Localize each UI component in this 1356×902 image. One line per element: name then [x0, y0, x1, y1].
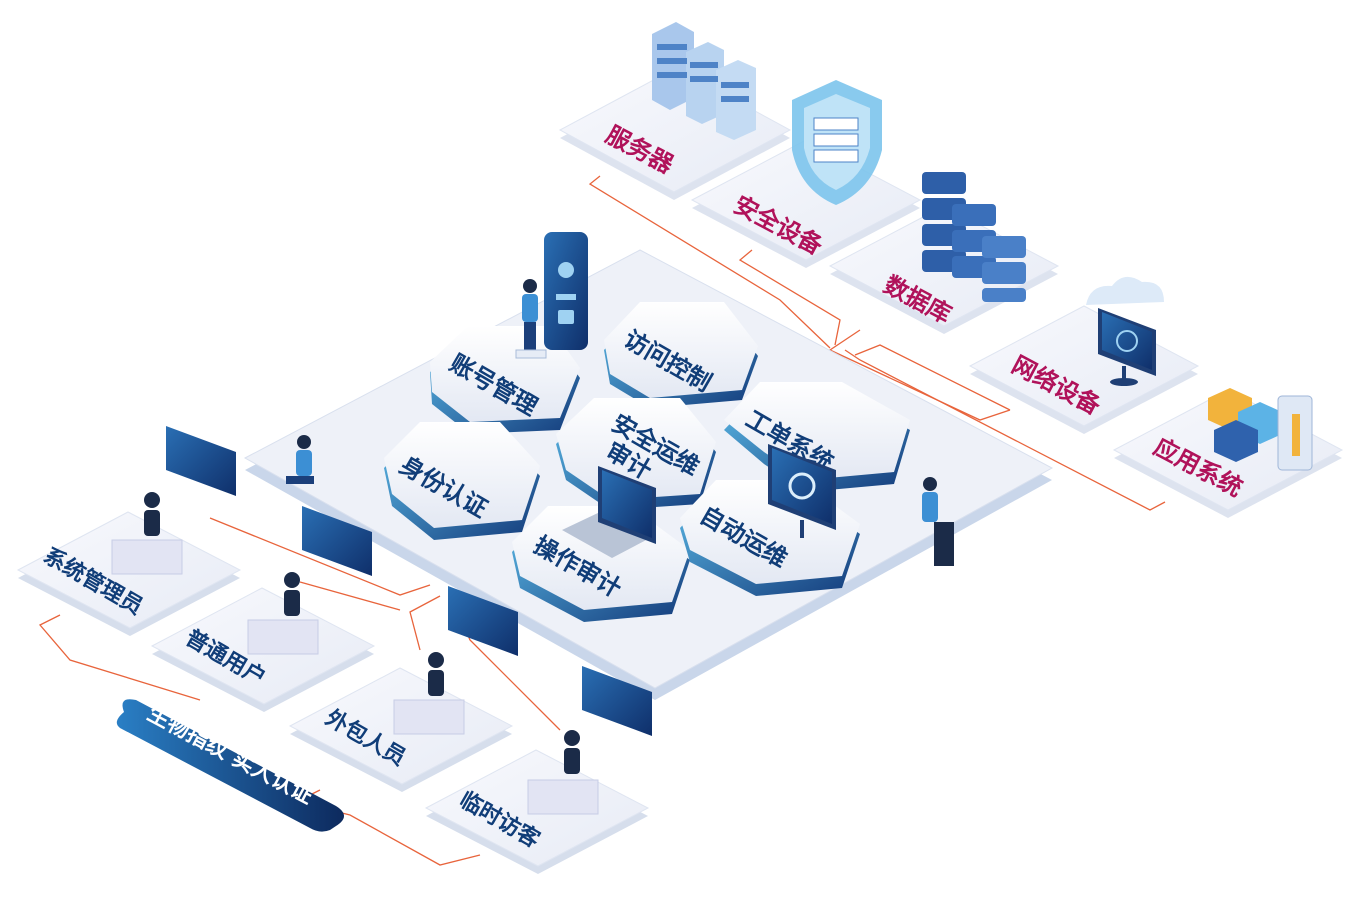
- server-rack-icon: [652, 22, 756, 140]
- resource-tile-application-system: 应用系统: [1112, 388, 1344, 518]
- laptop-icon: [562, 466, 656, 558]
- resource-tile-server: 服务器: [558, 22, 792, 200]
- person-icon: [922, 477, 954, 566]
- person-icon: [286, 435, 314, 484]
- resource-tile-security-device: 安全设备: [690, 80, 922, 268]
- cloud-monitor-icon: [768, 444, 836, 538]
- floating-screens: [166, 426, 652, 736]
- ribbon-text: 生物指纹 实人认证: [143, 700, 317, 809]
- app-blocks-icon: [1208, 388, 1313, 471]
- user-tile-system-admin: 系统管理员: [16, 492, 242, 636]
- resource-tile-network-device: 网络设备: [968, 276, 1200, 434]
- shield-icon: [792, 80, 882, 205]
- person-icon: [515, 279, 547, 359]
- database-stack-icon: [922, 172, 1026, 302]
- user-tile-regular-user: 普通用户: [150, 572, 376, 712]
- user-tile-outsourced-staff: 外包人员: [288, 652, 514, 792]
- hex-center-ops-audit: 安全运维 审计: [556, 398, 716, 510]
- resource-tile-database: 数据库: [828, 172, 1060, 334]
- user-tile-temporary-visitor: 临时访客: [424, 730, 650, 874]
- hex-identity-authentication: 身份认证: [384, 422, 540, 540]
- hex-operation-audit: 操作审计: [512, 506, 690, 622]
- phone-lock-icon: [544, 232, 588, 350]
- cloud-monitor-icon: [1086, 276, 1164, 386]
- hex-access-control: 访问控制: [604, 302, 758, 408]
